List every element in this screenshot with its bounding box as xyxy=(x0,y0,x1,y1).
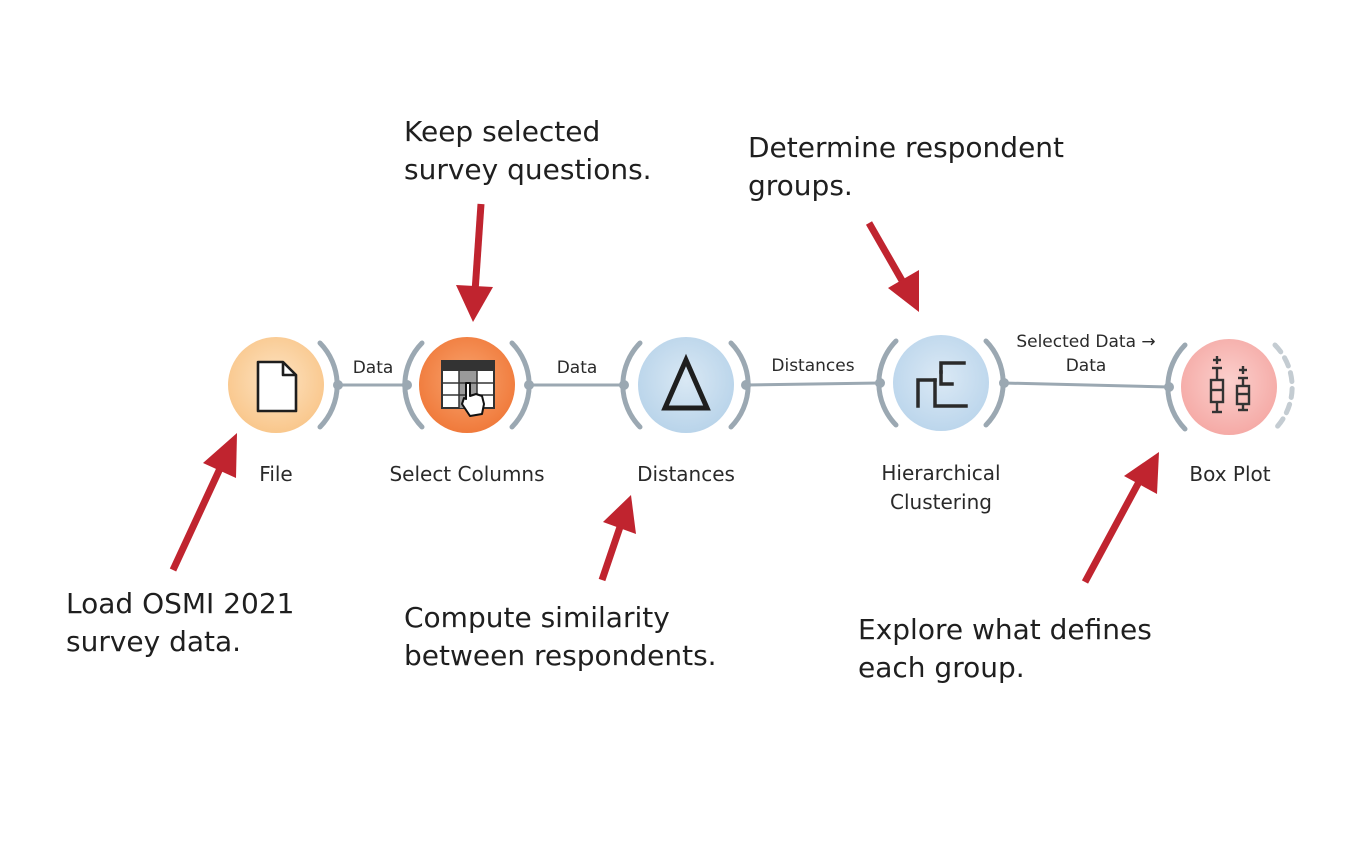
arrow-to-clustering xyxy=(865,221,919,312)
table-select-icon xyxy=(441,360,495,417)
widget-box-plot[interactable] xyxy=(1164,339,1295,435)
box-plot-icon xyxy=(1209,356,1251,414)
widget-hierarchical-clustering[interactable] xyxy=(875,335,1009,431)
widget-file[interactable] xyxy=(228,337,343,433)
widget-file-output-dot[interactable] xyxy=(333,380,343,390)
widget-boxplot-circle[interactable] xyxy=(1181,339,1277,435)
widget-boxplot-output-arc xyxy=(1272,342,1295,432)
arrow-to-distances xyxy=(598,495,636,582)
link-label-file-select: Data xyxy=(352,358,394,378)
widget-label-file: File xyxy=(259,462,293,486)
widget-label-select-columns: Select Columns xyxy=(389,462,545,486)
widget-distances-input-dot[interactable] xyxy=(619,380,629,390)
widget-boxplot-input-dot[interactable] xyxy=(1164,382,1174,392)
annotation-explore: Explore what defines each group. xyxy=(858,613,1152,684)
link-clustering-boxplot[interactable] xyxy=(1003,381,1170,389)
annotation-keep: Keep selected survey questions. xyxy=(404,115,652,186)
link-label-select-distances: Data xyxy=(556,358,598,378)
link-label-distances-clustering: Distances xyxy=(771,356,855,376)
annotation-arrows xyxy=(169,203,1159,584)
dendrogram-icon xyxy=(916,361,968,408)
widget-distances-circle[interactable] xyxy=(638,337,734,433)
widget-select-output-dot[interactable] xyxy=(524,380,534,390)
widget-clustering-input-dot[interactable] xyxy=(875,378,885,388)
annotation-load: Load OSMI 2021 survey data. xyxy=(66,587,295,658)
arrow-to-select-columns xyxy=(456,203,493,322)
widget-select-columns[interactable] xyxy=(402,337,534,433)
widget-label-box-plot: Box Plot xyxy=(1189,462,1271,486)
widget-distances-output-dot[interactable] xyxy=(741,380,751,390)
arrow-to-file xyxy=(169,433,237,572)
arrow-to-box-plot xyxy=(1081,452,1159,584)
file-icon xyxy=(256,360,298,413)
link-label-clustering-boxplot: Selected Data → Data xyxy=(1016,332,1156,376)
widget-clustering-output-dot[interactable] xyxy=(999,378,1009,388)
widget-select-input-dot[interactable] xyxy=(402,380,412,390)
widget-distances[interactable] xyxy=(619,337,751,433)
delta-icon xyxy=(661,353,711,411)
widget-label-distances: Distances xyxy=(637,462,735,486)
widget-label-hierarchical-clustering: Hierarchical Clustering xyxy=(881,461,1001,514)
link-distances-clustering[interactable] xyxy=(745,381,881,387)
annotation-determine: Determine respondent groups. xyxy=(748,131,1065,202)
links xyxy=(338,381,1170,389)
annotation-compute: Compute similarity between respondents. xyxy=(404,601,717,672)
